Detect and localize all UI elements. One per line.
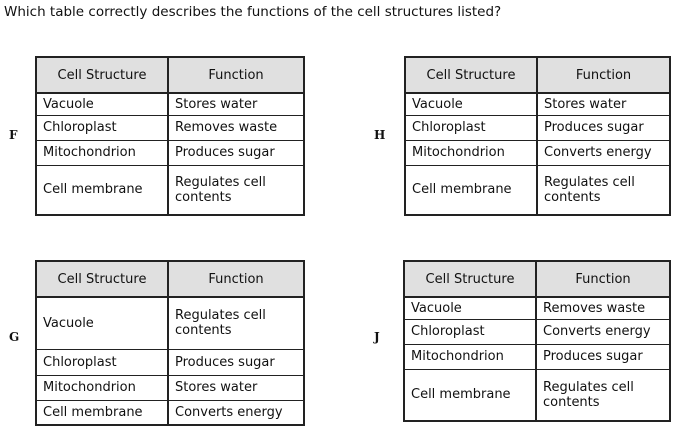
structure-cell: Cell membrane xyxy=(404,164,538,216)
option-j-letter[interactable]: J xyxy=(374,330,380,344)
structure-cell: Mitochondrion xyxy=(35,139,169,165)
option-j-table[interactable]: Cell Structure Function Vacuole Removes … xyxy=(403,260,671,422)
function-cell: Regulates cell contents xyxy=(167,164,305,216)
option-f-letter[interactable]: F xyxy=(9,128,18,142)
function-cell: Converts energy xyxy=(535,318,671,344)
option-h-letter[interactable]: H xyxy=(374,128,386,142)
structure-cell: Chloroplast xyxy=(403,318,537,344)
question-text: Which table correctly describes the func… xyxy=(4,4,502,20)
structure-cell: Vacuole xyxy=(403,297,537,319)
structure-cell: Mitochondrion xyxy=(404,139,538,165)
header-function: Function xyxy=(536,56,671,94)
structure-cell: Cell membrane xyxy=(403,368,537,422)
header-function: Function xyxy=(167,56,305,94)
function-cell: Produces sugar xyxy=(535,343,671,369)
header-cell-structure: Cell Structure xyxy=(403,260,537,298)
structure-cell: Mitochondrion xyxy=(403,343,537,369)
function-cell: Removes waste xyxy=(535,297,671,319)
function-cell: Produces sugar xyxy=(167,348,305,375)
structure-cell: Cell membrane xyxy=(35,164,169,216)
structure-cell: Chloroplast xyxy=(35,348,169,375)
structure-cell: Mitochondrion xyxy=(35,374,169,400)
option-g-table[interactable]: Cell Structure Function Vacuole Regulate… xyxy=(35,260,305,426)
structure-cell: Chloroplast xyxy=(404,114,538,140)
function-cell: Stores water xyxy=(167,374,305,400)
structure-cell: Cell membrane xyxy=(35,399,169,426)
header-function: Function xyxy=(167,260,305,298)
function-cell: Produces sugar xyxy=(167,139,305,165)
function-cell: Stores water xyxy=(536,93,671,115)
function-cell: Regulates cell contents xyxy=(536,164,671,216)
header-cell-structure: Cell Structure xyxy=(404,56,538,94)
structure-cell: Vacuole xyxy=(35,93,169,115)
header-function: Function xyxy=(535,260,671,298)
function-cell: Converts energy xyxy=(167,399,305,426)
function-cell: Regulates cell contents xyxy=(167,297,305,349)
option-g-letter[interactable]: G xyxy=(9,330,20,344)
function-cell: Stores water xyxy=(167,93,305,115)
structure-cell: Chloroplast xyxy=(35,114,169,140)
function-cell: Removes waste xyxy=(167,114,305,140)
header-cell-structure: Cell Structure xyxy=(35,56,169,94)
function-cell: Regulates cell contents xyxy=(535,368,671,422)
function-cell: Converts energy xyxy=(536,139,671,165)
header-cell-structure: Cell Structure xyxy=(35,260,169,298)
option-f-table[interactable]: Cell Structure Function Vacuole Stores w… xyxy=(35,56,305,216)
structure-cell: Vacuole xyxy=(404,93,538,115)
function-cell: Produces sugar xyxy=(536,114,671,140)
structure-cell: Vacuole xyxy=(35,297,169,349)
option-h-table[interactable]: Cell Structure Function Vacuole Stores w… xyxy=(404,56,671,216)
